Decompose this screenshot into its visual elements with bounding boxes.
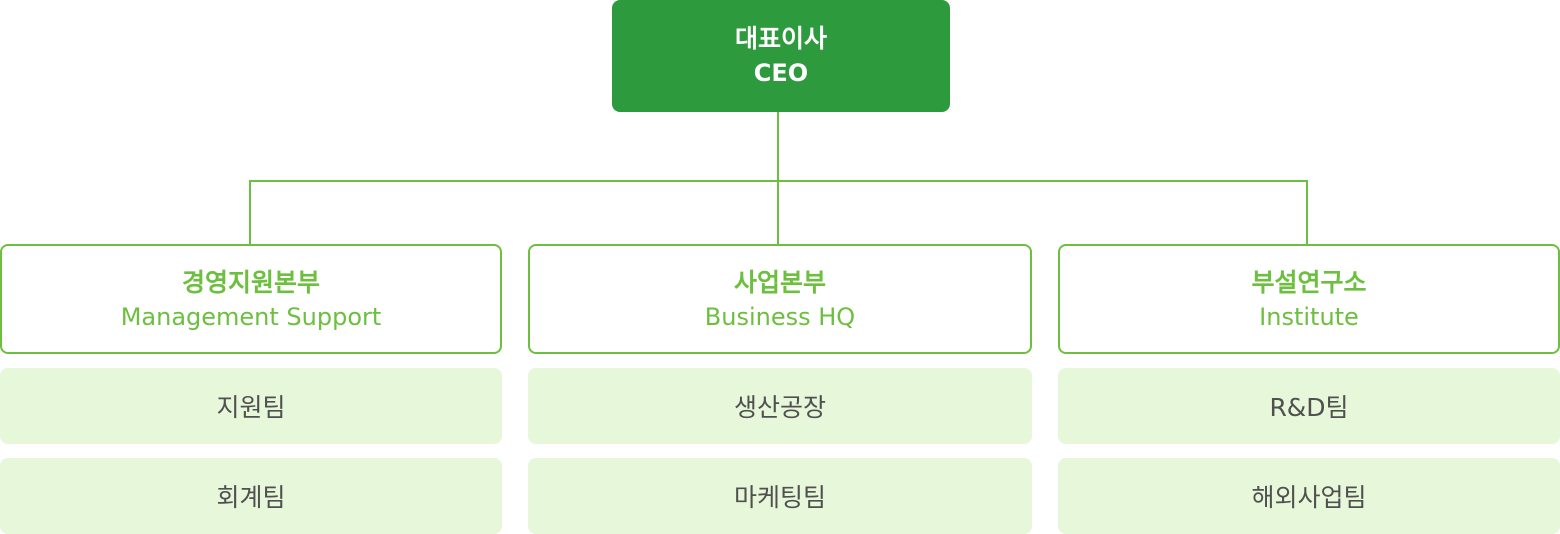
dept-business-hq: 사업본부 Business HQ (528, 244, 1032, 354)
dept-title-ko: 부설연구소 (1251, 267, 1367, 297)
ceo-node: 대표이사 CEO (612, 0, 950, 112)
dept-title-ko: 사업본부 (733, 267, 826, 297)
team-node: R&D팀 (1058, 368, 1560, 444)
team-node: 회계팀 (0, 458, 502, 534)
ceo-title-en: CEO (753, 59, 809, 87)
team-node: 해외사업팀 (1058, 458, 1560, 534)
team-node: 지원팀 (0, 368, 502, 444)
dept-title-en: Business HQ (704, 302, 856, 331)
ceo-title-ko: 대표이사 (734, 24, 827, 53)
team-node: 생산공장 (528, 368, 1032, 444)
dept-title-en: Institute (1259, 302, 1359, 331)
team-node: 마케팅팀 (528, 458, 1032, 534)
dept-title-ko: 경영지원본부 (181, 267, 320, 297)
dept-title-en: Management Support (120, 302, 382, 331)
dept-institute: 부설연구소 Institute (1058, 244, 1560, 354)
dept-management-support: 경영지원본부 Management Support (0, 244, 502, 354)
